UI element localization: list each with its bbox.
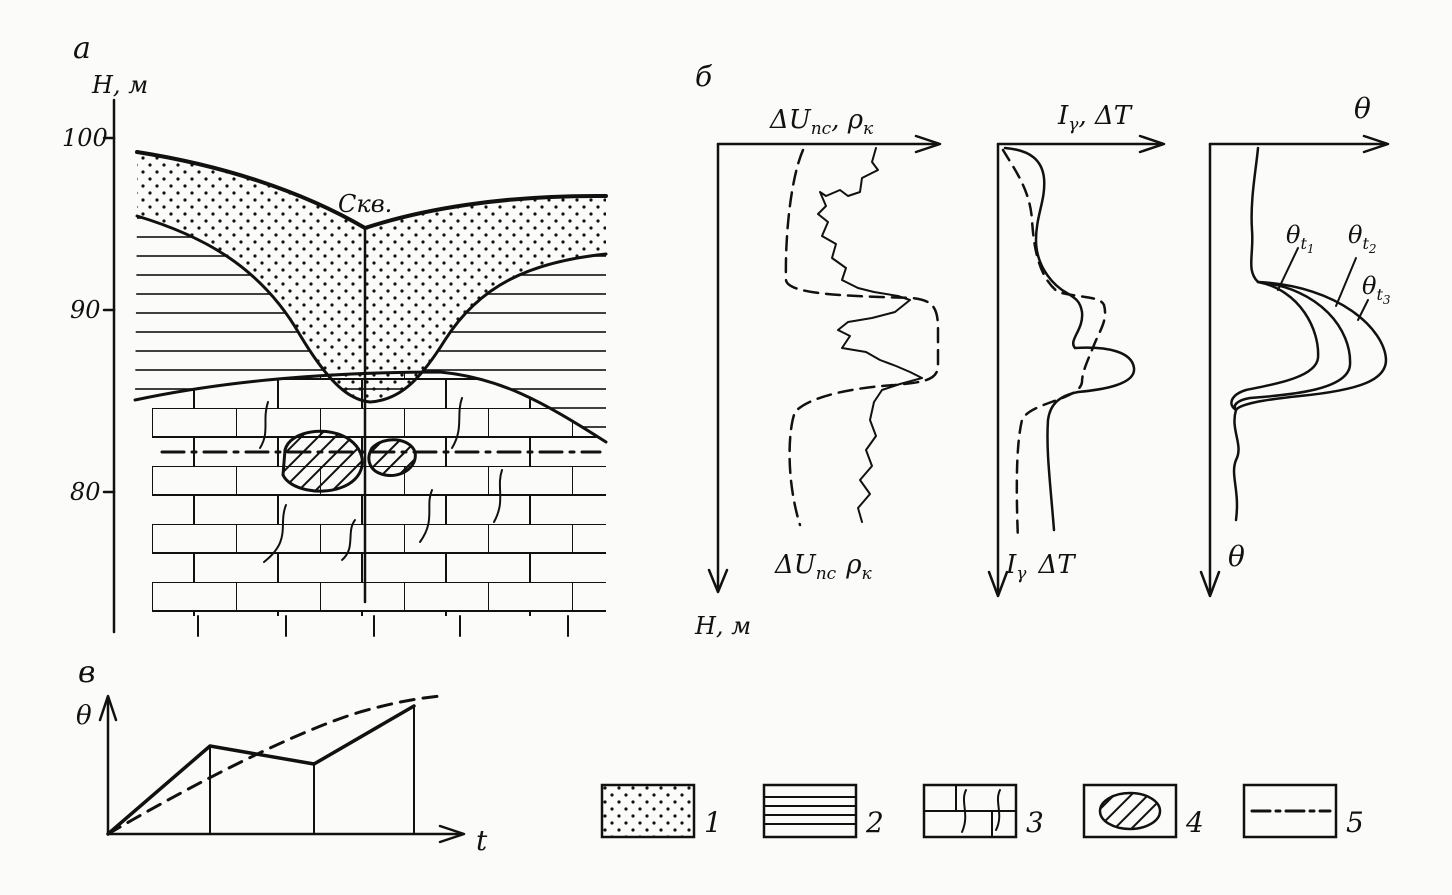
plot2-right-arrow [1138,134,1166,154]
fracture-lines [259,397,503,563]
limestone-layer [135,372,606,616]
leader-t2 [1335,257,1357,307]
legend: 1 2 3 4 [600,783,1364,839]
time-axis-arrow [438,824,466,844]
theta-t3-label: θt3 [1362,272,1391,307]
smoothed-temperature-curve [106,694,442,836]
karst-cavity-right-icon [367,438,417,478]
clay-limestone-boundary [133,370,608,444]
measured-temperature-polyline [106,704,416,836]
depth-axis-label: H, м [91,71,148,99]
sp-curve [784,148,940,527]
legend-item-1: 1 [600,783,722,839]
legend-number-4: 4 [1185,806,1204,839]
legend-number-5: 5 [1346,806,1364,839]
panel-a-cross-section: а H, м 100 90 80 [62,31,608,637]
hatched-oval-icon [1098,791,1162,831]
sand-layer [137,152,606,402]
theta-axis-arrow [98,694,118,722]
legend-number-1: 1 [704,806,722,839]
theta-tail-curve [1232,408,1240,522]
theta-axis-label: θ [76,701,92,731]
theta-t2-label: θt2 [1348,221,1377,256]
plot1-right-arrow [914,134,942,154]
panel-v-letter: в [78,655,95,690]
legend-swatch-sand [600,783,696,839]
leader-t3 [1357,299,1369,321]
plot2-down-arrow [987,570,1009,598]
legend-item-3: 3 [922,783,1044,839]
legend-swatch-clay [762,783,858,839]
legend-item-5: 5 [1242,783,1364,839]
tick-label-100: 100 [62,124,108,152]
sand-clay-boundary [135,214,608,404]
borehole-label: Скв. [338,190,392,218]
panel-b-letter: б [695,60,713,93]
bottom-ticks [197,615,569,637]
legend-item-4: 4 [1082,783,1204,839]
theta-t1-label: θt1 [1286,221,1315,256]
tick-label-90: 90 [70,296,101,324]
panel-a-letter: а [73,31,91,66]
plot3-right-arrow [1362,134,1390,154]
plot1-depth-label: H, м [694,612,751,640]
plot3-bottom-label: θ [1228,540,1245,573]
plot3-top-label: θ [1354,92,1371,125]
tick-label-80: 80 [70,478,101,506]
legend-swatch-clay-lines [764,796,856,825]
theta-baseline-curve [1250,146,1260,284]
plot1-down-arrow [707,568,729,594]
plot1-top-label: ΔUпс, ρк [769,105,874,139]
theta-t3-curve [1234,280,1388,412]
plot3-down-arrow [1199,570,1221,598]
legend-number-2: 2 [865,806,884,839]
plot2-top-label: Iγ, ΔT [1057,101,1133,135]
theta-t1-curve [1230,280,1320,412]
gamma-curve [1003,146,1136,532]
karst-cavity-left-icon [281,429,364,493]
resistivity-curve [817,147,923,523]
log-plot-temperature-time: θ θ θt1 θt2 θt3 [1199,92,1391,598]
theta-t2-curve [1233,280,1352,412]
temperature-curve [1001,148,1107,542]
leader-t1 [1277,247,1299,291]
legend-swatch-limestone-bricks [923,784,1017,838]
time-axis-label: t [476,824,488,857]
panel-v-temperature-time: в θ t [76,655,488,857]
legend-number-3: 3 [1026,806,1044,839]
legend-item-2: 2 [762,783,884,839]
